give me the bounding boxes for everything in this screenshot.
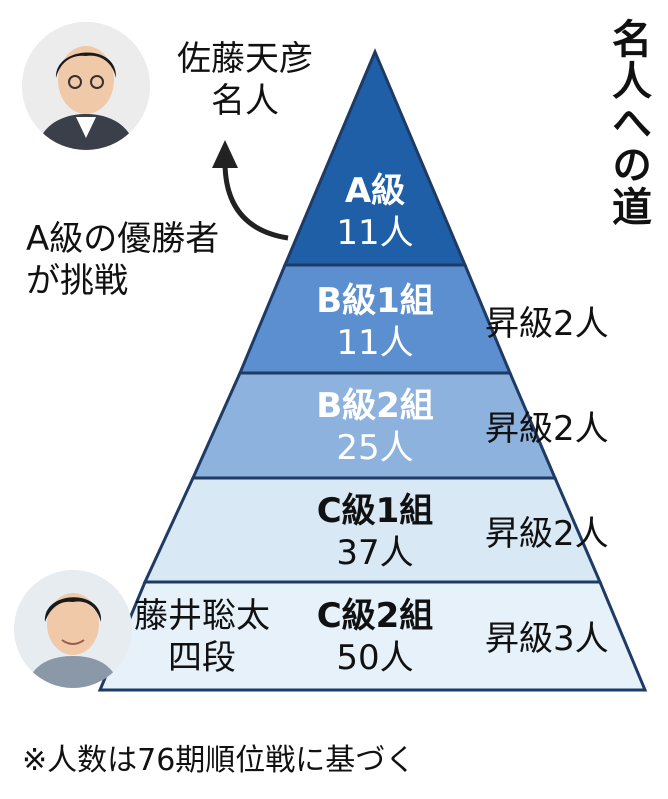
tier-b1-count: 11人 [336, 323, 414, 363]
tier-a-name: A級 [344, 171, 406, 211]
tier-c1-count: 37人 [336, 533, 414, 573]
player-avatar [14, 570, 132, 688]
tier-c2-count: 50人 [336, 638, 414, 678]
diagram-title: 名人への道 [605, 18, 651, 228]
challenge-note-line2: が挑戦 [26, 261, 128, 301]
tier-c1-name: C級1組 [316, 491, 434, 531]
tier-b2-label: B級2組 25人 [275, 385, 475, 469]
meijin-title: 名人 [211, 81, 279, 121]
person-icon [14, 570, 132, 688]
tier-c1-promotion: 昇級2人 [485, 514, 609, 554]
challenge-note-line1: A級の優勝者 [26, 219, 220, 259]
challenge-note: A級の優勝者 が挑戦 [26, 218, 219, 302]
person-icon [22, 22, 150, 150]
footnote: ※人数は76期順位戦に基づく [22, 743, 416, 778]
tier-a-label: A級 11人 [300, 170, 450, 254]
tier-c1-label: C級1組 37人 [275, 490, 475, 574]
tier-c2-name: C級2組 [316, 596, 434, 636]
meijin-name: 佐藤天彦 [177, 39, 313, 79]
tier-a-count: 11人 [336, 213, 414, 253]
player-name: 藤井聡太 [134, 596, 270, 636]
arrow-head-icon [212, 140, 238, 168]
tier-c2-label: C級2組 50人 [275, 595, 475, 679]
tier-b2-name: B級2組 [316, 386, 434, 426]
tier-b2-promotion: 昇級2人 [485, 409, 609, 449]
player-rank: 四段 [168, 638, 236, 678]
tier-c2-promotion: 昇級3人 [485, 619, 609, 659]
tier-b1-label: B級1組 11人 [275, 280, 475, 364]
tier-b1-name: B級1組 [316, 281, 434, 321]
tier-b2-count: 25人 [336, 428, 414, 468]
meijin-label: 佐藤天彦 名人 [150, 38, 340, 122]
tier-b1-promotion: 昇級2人 [485, 304, 609, 344]
meijin-avatar [22, 22, 150, 150]
player-label: 藤井聡太 四段 [128, 595, 276, 679]
challenge-arrow [222, 161, 289, 241]
